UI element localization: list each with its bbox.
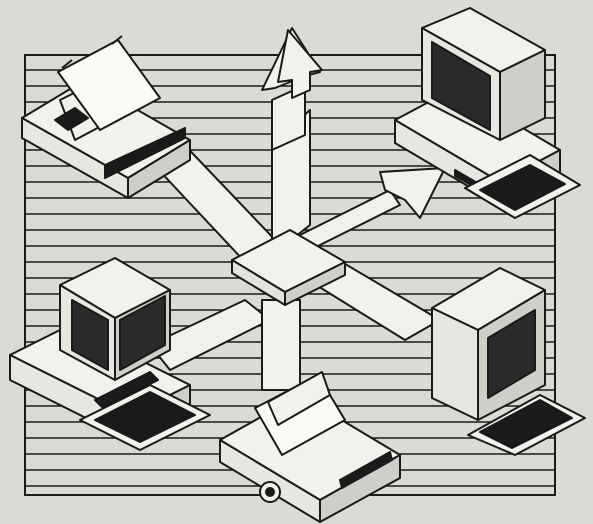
- link-printer-bottom: [262, 300, 300, 390]
